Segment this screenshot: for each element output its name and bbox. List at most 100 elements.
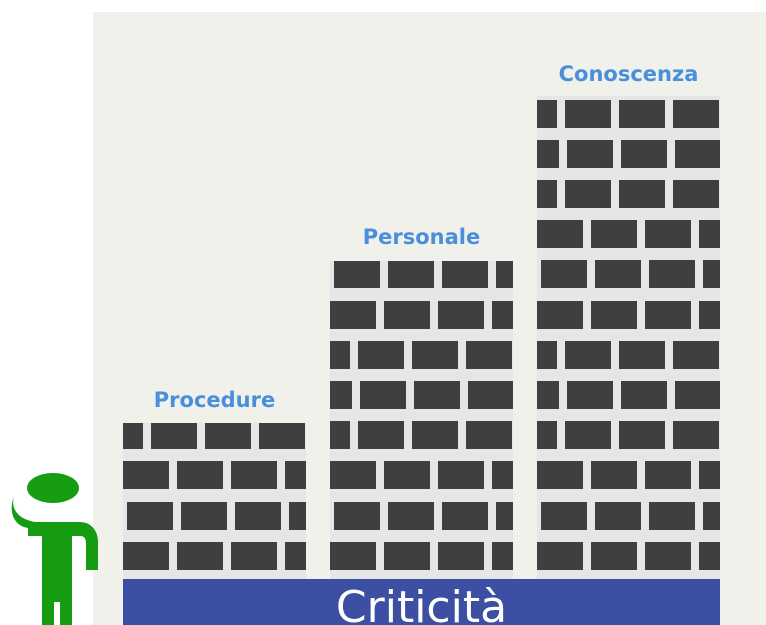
brick — [595, 501, 641, 530]
brick — [619, 180, 665, 208]
brick — [334, 501, 380, 530]
brick — [619, 340, 665, 369]
brick-wall-personale — [330, 261, 513, 579]
brick — [466, 421, 512, 450]
tower-label-conoscenza: Conoscenza — [558, 62, 699, 86]
brick — [123, 541, 169, 570]
brick — [235, 501, 281, 530]
brick — [360, 381, 406, 409]
brick — [438, 541, 484, 570]
brick — [388, 501, 434, 530]
brick — [537, 381, 559, 409]
brick — [289, 501, 306, 530]
brick — [412, 340, 458, 369]
brick — [468, 381, 513, 409]
brick — [181, 501, 227, 530]
brick — [384, 541, 430, 570]
base-label: Criticità — [335, 582, 508, 625]
brick — [537, 300, 583, 329]
brick — [414, 381, 460, 409]
brick — [123, 461, 169, 490]
brick — [412, 421, 458, 450]
brick — [645, 300, 691, 329]
brick — [358, 421, 404, 450]
brick — [675, 139, 720, 168]
brick — [673, 340, 719, 369]
brick — [466, 340, 512, 369]
brick — [388, 261, 434, 289]
brick — [591, 220, 637, 249]
brick — [649, 501, 695, 530]
brick — [645, 541, 691, 570]
brick — [259, 423, 305, 450]
brick — [330, 421, 350, 450]
brick — [645, 461, 691, 490]
brick — [591, 461, 637, 490]
brick — [330, 541, 376, 570]
brick — [565, 421, 611, 450]
brick — [285, 461, 306, 490]
brick — [496, 501, 513, 530]
brick — [537, 180, 557, 208]
brick — [567, 381, 613, 409]
brick — [537, 421, 557, 450]
tower-label-personale: Personale — [362, 225, 481, 249]
brick — [492, 300, 513, 329]
brick — [442, 501, 488, 530]
brick — [438, 300, 484, 329]
brick — [699, 541, 720, 570]
brick — [334, 261, 380, 289]
brick — [703, 501, 720, 530]
brick — [330, 461, 376, 490]
brick — [595, 260, 641, 289]
brick — [231, 541, 277, 570]
brick — [492, 541, 513, 570]
brick — [645, 220, 691, 249]
base-bar: Criticità — [123, 579, 720, 625]
brick — [177, 541, 223, 570]
brick — [673, 99, 719, 128]
brick — [621, 139, 667, 168]
brick — [565, 180, 611, 208]
brick — [699, 300, 720, 329]
brick — [496, 261, 513, 289]
brick — [541, 501, 587, 530]
brick — [127, 501, 173, 530]
brick — [442, 261, 488, 289]
brick-wall-procedure — [123, 423, 306, 579]
brick — [205, 423, 251, 450]
brick — [330, 381, 352, 409]
brick — [285, 541, 306, 570]
brick — [537, 139, 559, 168]
brick — [537, 220, 583, 249]
brick — [649, 260, 695, 289]
brick — [567, 139, 613, 168]
brick — [703, 260, 720, 289]
brick — [537, 340, 557, 369]
brick — [675, 381, 720, 409]
brick — [384, 300, 430, 329]
brick — [699, 220, 720, 249]
brick — [177, 461, 223, 490]
brick — [537, 99, 557, 128]
brick — [591, 541, 637, 570]
brick — [384, 461, 430, 490]
brick — [673, 180, 719, 208]
brick — [330, 340, 350, 369]
brick — [621, 381, 667, 409]
thinking-person-icon — [11, 473, 98, 625]
brick — [123, 423, 143, 450]
tower-label-procedure: Procedure — [153, 388, 276, 412]
brick — [358, 340, 404, 369]
brick-wall-conoscenza — [537, 96, 720, 579]
brick — [673, 421, 719, 450]
brick — [231, 461, 277, 490]
brick — [619, 99, 665, 128]
brick — [492, 461, 513, 490]
brick — [537, 461, 583, 490]
brick — [591, 300, 637, 329]
brick — [565, 99, 611, 128]
brick — [565, 340, 611, 369]
brick — [619, 421, 665, 450]
brick — [537, 541, 583, 570]
